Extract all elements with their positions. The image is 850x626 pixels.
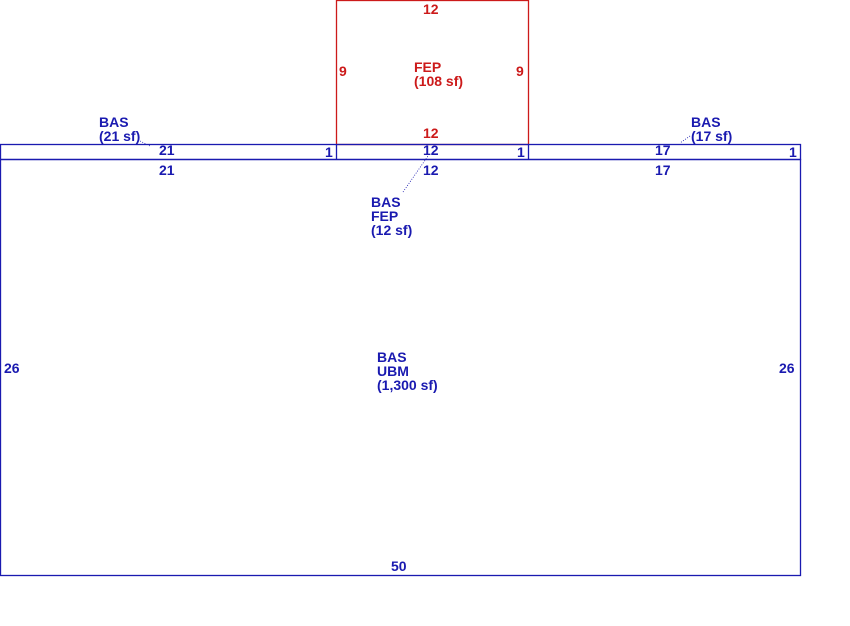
dim-fep-top: 12 [423,1,439,17]
dim-fep-bottom: 12 [423,125,439,141]
leader-line-right-strip [679,135,691,144]
bas-right-strip-area: (17 sf) [691,128,732,144]
dim-strip-right-end: 1 [789,144,797,160]
bas-fep-center-code1: BAS [371,194,401,210]
dim-fep-right: 9 [516,63,524,79]
leader-line-left-strip [139,140,151,147]
dim-main-right: 26 [779,360,795,376]
bas-fep-center-area: (12 sf) [371,222,412,238]
dim-strip-center-end: 1 [517,144,525,160]
dim-fep-left: 9 [339,63,347,79]
bas-left-strip-area: (21 sf) [99,128,140,144]
dim-strip-right-top: 17 [655,142,671,158]
bas-main-code2: UBM [377,363,409,379]
dim-strip-center-top: 12 [423,142,439,158]
dim-main-bottom: 50 [391,558,407,574]
bas-fep-center-code2: FEP [371,208,398,224]
bas-strip-outline [0,143,802,161]
dim-strip-left-top: 21 [159,142,175,158]
bas-left-strip-code: BAS [99,114,129,130]
dim-main-top-left: 21 [159,162,175,178]
dim-strip-left-end: 1 [325,144,333,160]
bas-main-area: (1,300 sf) [377,377,438,393]
dim-main-top-center: 12 [423,162,439,178]
bas-right-strip-code: BAS [691,114,721,130]
fep-area-size: (108 sf) [414,73,463,89]
dim-main-left: 26 [4,360,20,376]
bas-main-code1: BAS [377,349,407,365]
fep-area-code: FEP [414,59,441,75]
bas-main-outline [0,158,802,577]
dim-main-top-right: 17 [655,162,671,178]
